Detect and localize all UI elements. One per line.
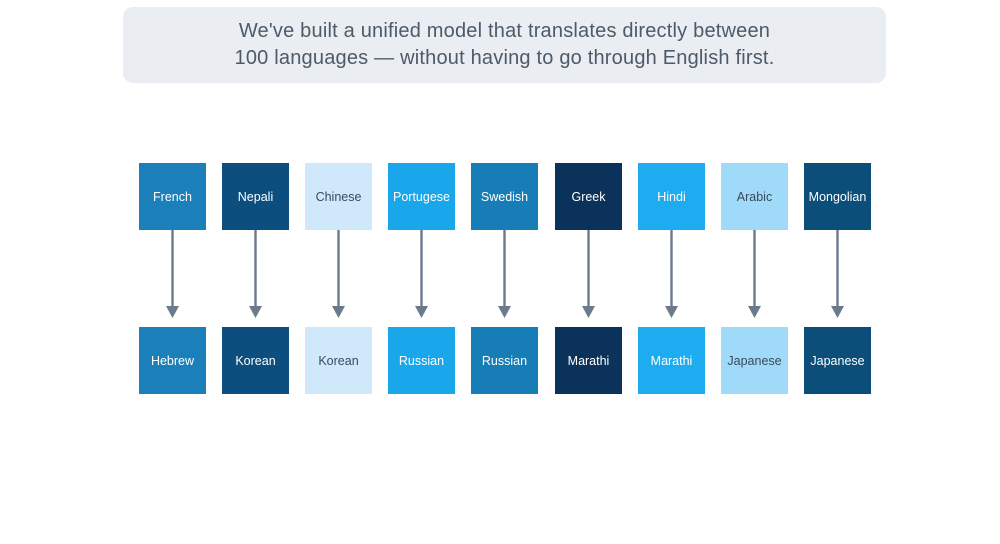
arrow-head-icon <box>332 306 345 318</box>
source-language-box: Swedish <box>471 163 538 230</box>
source-language-box: Nepali <box>222 163 289 230</box>
caption-box: We've built a unified model that transla… <box>123 7 886 83</box>
arrow-head-icon <box>166 306 179 318</box>
target-language-box: Marathi <box>555 327 622 394</box>
arrow-head-icon <box>665 306 678 318</box>
arrow-head-icon <box>748 306 761 318</box>
caption-line-2: 100 languages — without having to go thr… <box>234 47 775 69</box>
arrow-head-icon <box>415 306 428 318</box>
target-language-box: Japanese <box>721 327 788 394</box>
source-language-box: Portugese <box>388 163 455 230</box>
arrow-head-icon <box>498 306 511 318</box>
target-language-box: Russian <box>471 327 538 394</box>
source-language-box: Greek <box>555 163 622 230</box>
arrow-head-icon <box>249 306 262 318</box>
source-language-box: Hindi <box>638 163 705 230</box>
target-language-box: Hebrew <box>139 327 206 394</box>
source-language-box: Chinese <box>305 163 372 230</box>
target-language-box: Korean <box>222 327 289 394</box>
target-language-box: Marathi <box>638 327 705 394</box>
target-language-box: Japanese <box>804 327 871 394</box>
source-language-box: Mongolian <box>804 163 871 230</box>
arrow-head-icon <box>582 306 595 318</box>
arrow-head-icon <box>831 306 844 318</box>
target-language-box: Russian <box>388 327 455 394</box>
target-language-box: Korean <box>305 327 372 394</box>
caption-line-1: We've built a unified model that transla… <box>238 20 771 42</box>
source-language-box: Arabic <box>721 163 788 230</box>
source-language-box: French <box>139 163 206 230</box>
